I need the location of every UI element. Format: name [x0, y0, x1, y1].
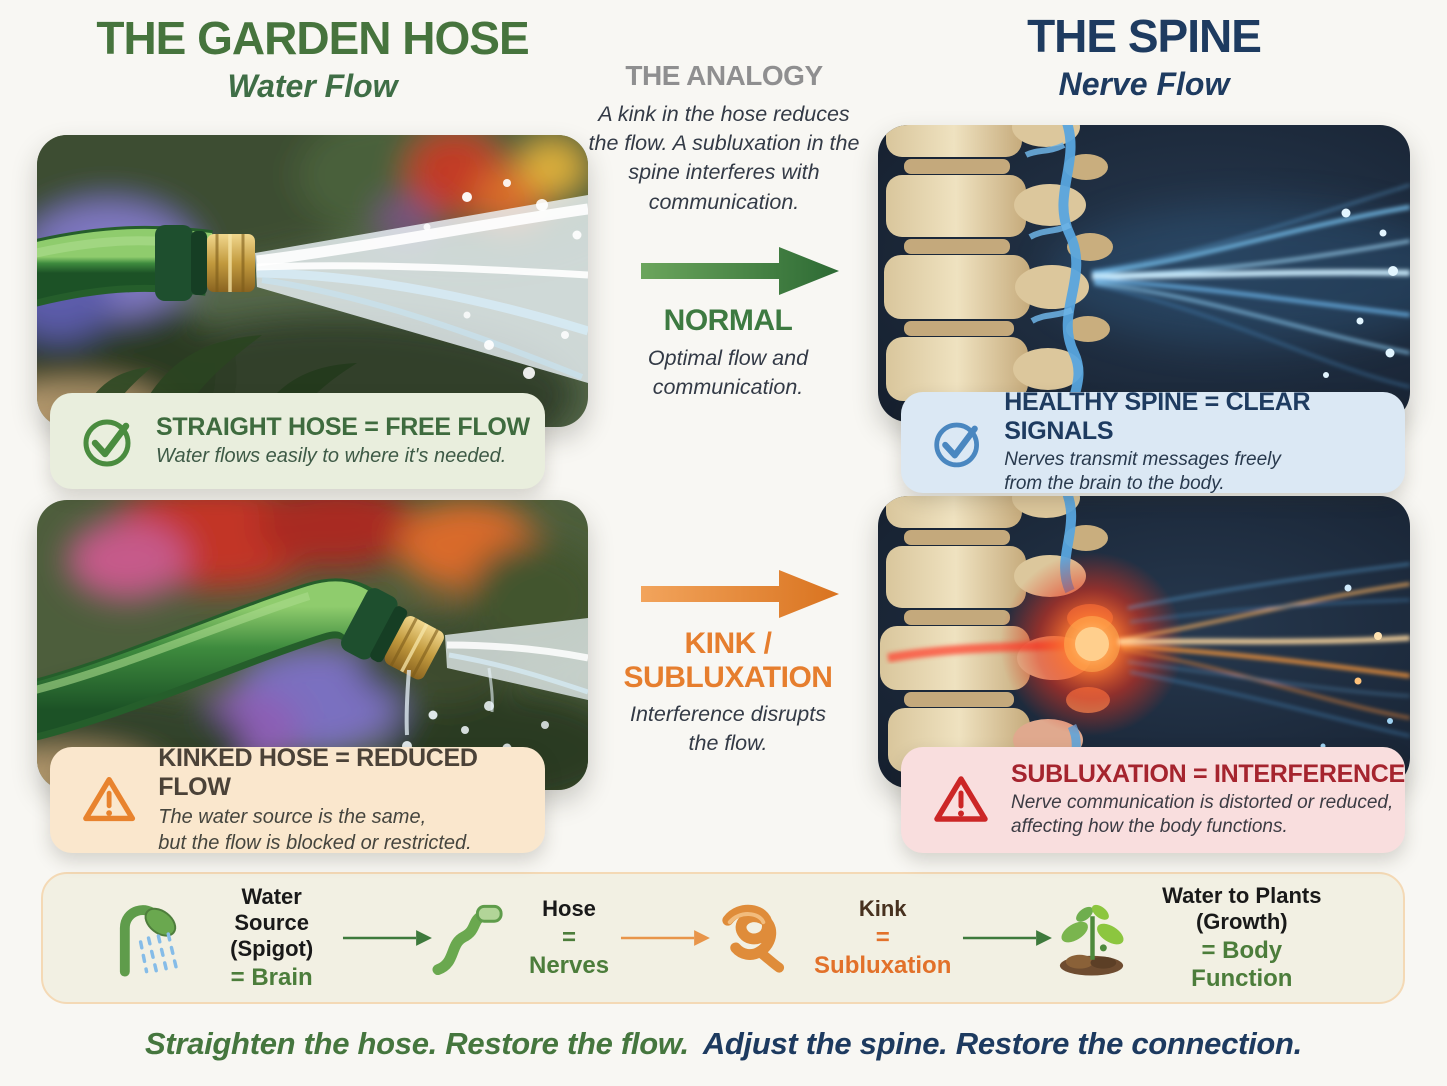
analogy-header: THE ANALOGY A kink in the hose reduces t…	[583, 60, 865, 217]
legend-label: Water Source	[234, 884, 309, 936]
water-jet	[255, 179, 588, 383]
normal-flow-block: NORMAL Optimal flow and communication.	[597, 245, 859, 402]
right-arrow-orange-icon	[641, 570, 839, 618]
straight-hose-photo	[37, 135, 588, 427]
tagline-hose: Straighten the hose. Restore the flow.	[145, 1026, 689, 1061]
interference-caption: SUBLUXATION = INTERFERENCE Nerve communi…	[901, 747, 1405, 853]
free-flow-caption: STRAIGHT HOSE = FREE FLOW Water flows ea…	[50, 393, 545, 489]
legend-equals: = Subluxation	[814, 923, 952, 979]
legend-item-plant: Water to Plants (Growth) = Body Function	[1052, 883, 1335, 993]
analogy-title: THE ANALOGY	[625, 60, 823, 91]
spine-title: THE SPINE	[1027, 10, 1262, 62]
kink-subluxation-block: KINK / SUBLUXATION Interference disrupts…	[597, 568, 859, 758]
caption-title: KINKED HOSE = REDUCED FLOW	[158, 744, 478, 801]
legend-strip: Water Source (Spigot) = Brain Hose = Ner…	[41, 872, 1405, 1004]
analogy-text: A kink in the hose reduces the flow. A s…	[588, 102, 860, 214]
check-circle-icon	[83, 419, 131, 467]
caption-body: from the brain to the body.	[1004, 473, 1225, 495]
spine-header: THE SPINE Nerve Flow	[878, 12, 1410, 103]
tagline-spine: Adjust the spine. Restore the connection…	[702, 1026, 1302, 1061]
nerve-streams	[1117, 563, 1410, 737]
legend-item-water-source: Water Source (Spigot) = Brain	[111, 884, 341, 992]
legend-label: Water to Plants	[1162, 883, 1322, 909]
knot-icon	[722, 904, 784, 973]
subluxated-spine-illustration	[878, 496, 1410, 788]
kink-label-line2: SUBLUXATION	[623, 660, 833, 694]
caption-body: Nerves transmit messages freely	[1004, 448, 1281, 470]
legend-equals: = Body Function	[1191, 936, 1293, 992]
arrow-right-green-icon	[962, 930, 1052, 946]
caption-title: SUBLUXATION = INTERFERENCE	[1011, 759, 1405, 788]
brass-nozzle	[155, 225, 255, 301]
caption-body: The water source is the same,	[158, 805, 427, 828]
plant-icon	[1059, 904, 1124, 976]
caption-title: STRAIGHT HOSE = FREE FLOW	[156, 412, 530, 441]
legend-equals: = Brain	[230, 963, 313, 991]
caption-body: but the flow is blocked or restricted.	[158, 831, 472, 854]
nerve-streams	[1091, 184, 1410, 388]
reduced-flow-caption: KINKED HOSE = REDUCED FLOW The water sou…	[50, 744, 545, 854]
brass-nozzle	[341, 588, 444, 680]
caption-body: affecting how the body functions.	[1011, 816, 1288, 838]
weak-water-flow	[402, 618, 588, 764]
garden-header: THE GARDEN HOSE Water Flow	[37, 14, 588, 105]
arrow-right-orange-icon	[620, 930, 710, 946]
garden-subtitle: Water Flow	[227, 68, 398, 105]
clear-signals-caption: HEALTHY SPINE = CLEAR SIGNALS Nerves tra…	[901, 388, 1405, 494]
spine-column	[884, 125, 1113, 422]
spigot-icon	[119, 905, 178, 977]
caption-title: HEALTHY SPINE = CLEAR SIGNALS	[1004, 388, 1311, 445]
normal-label: NORMAL	[663, 304, 793, 337]
subluxated-spine-photo	[878, 496, 1410, 788]
interference-glow	[887, 552, 1184, 736]
hose-icon	[432, 904, 503, 976]
legend-item-kink: Kink = Subluxation	[710, 896, 961, 980]
tagline: Straighten the hose. Restore the flow. Ad…	[0, 1026, 1447, 1062]
legend-label: (Growth)	[1195, 909, 1288, 934]
legend-label: (Spigot)	[230, 935, 314, 961]
arrow-right-green-icon	[343, 930, 433, 946]
legend-item-hose: Hose = Nerves	[432, 896, 619, 980]
warning-triangle-icon	[83, 776, 136, 822]
straight-hose-illustration	[37, 135, 588, 427]
caption-body: Nerve communication is distorted or redu…	[1011, 791, 1394, 813]
healthy-spine-photo	[878, 125, 1410, 422]
kink-label-line1: KINK /	[684, 627, 773, 660]
legend-label: Hose	[542, 896, 596, 922]
legend-label: Kink	[858, 896, 907, 922]
check-circle-icon	[934, 422, 979, 467]
normal-body: Optimal flow and communication.	[647, 346, 809, 400]
legend-equals: = Nerves	[529, 923, 610, 979]
right-arrow-green-icon	[641, 247, 839, 295]
kink-body: Interference disrupts the flow.	[630, 702, 826, 756]
warning-triangle-icon	[934, 776, 988, 822]
caption-body: Water flows easily to where it's needed.	[156, 445, 507, 468]
garden-title: THE GARDEN HOSE	[96, 12, 529, 64]
spine-subtitle: Nerve Flow	[1058, 66, 1230, 103]
healthy-spine-illustration	[878, 125, 1410, 422]
